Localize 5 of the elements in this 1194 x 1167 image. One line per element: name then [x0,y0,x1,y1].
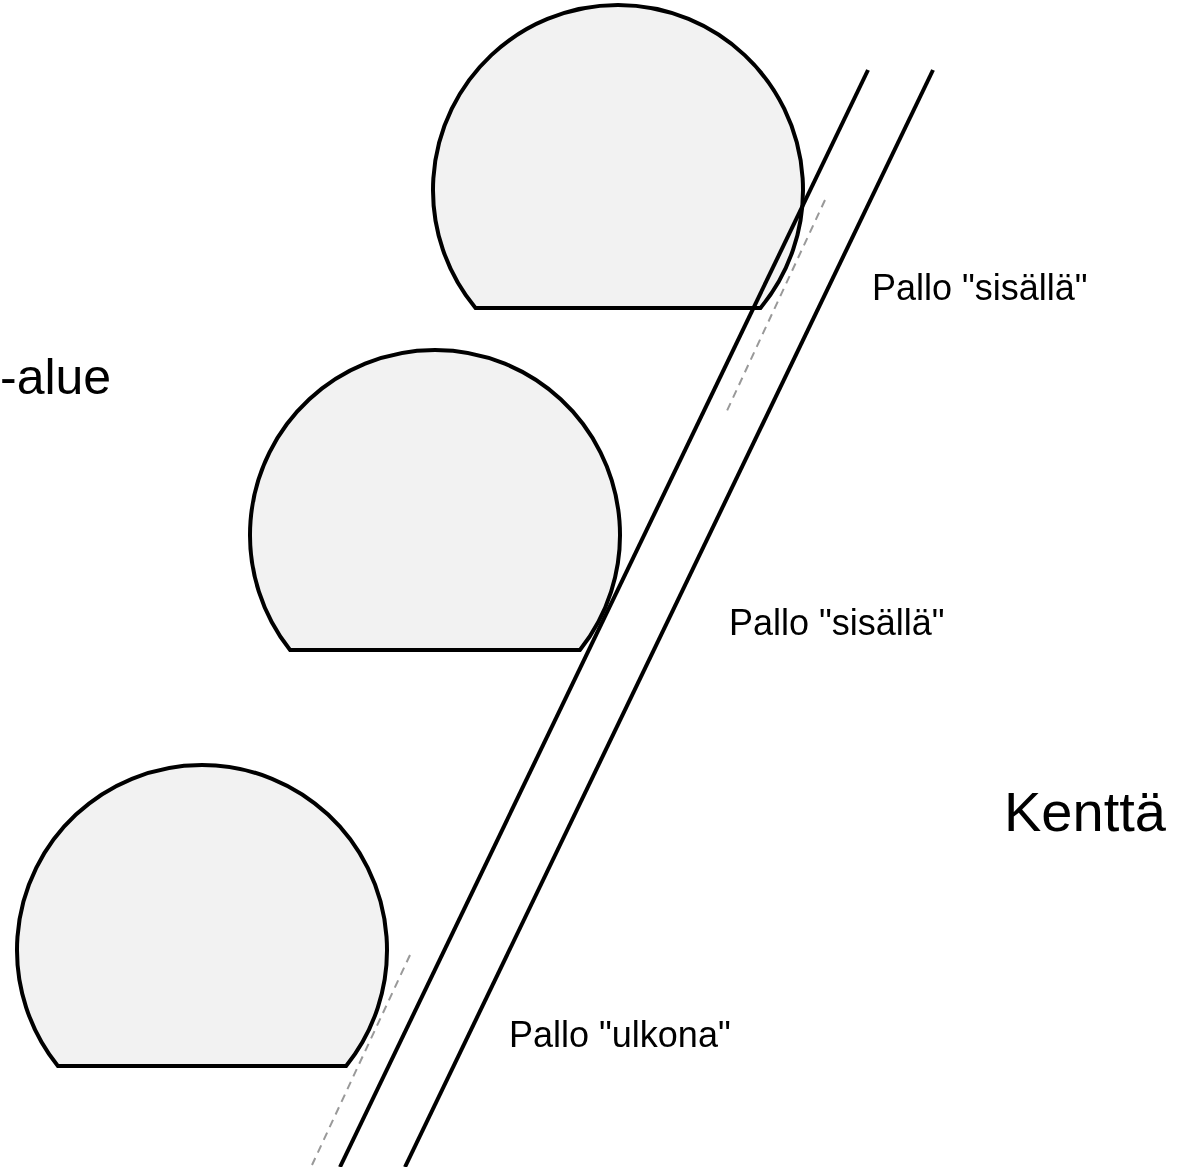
ball-state-label: Pallo "sisällä" [872,270,1088,306]
ball-state-label: Pallo "ulkona" [509,1017,731,1053]
area-label: Kenttä [1004,784,1166,840]
area-label: -alue [0,352,112,402]
ball-state-label: Pallo "sisällä" [729,605,945,641]
